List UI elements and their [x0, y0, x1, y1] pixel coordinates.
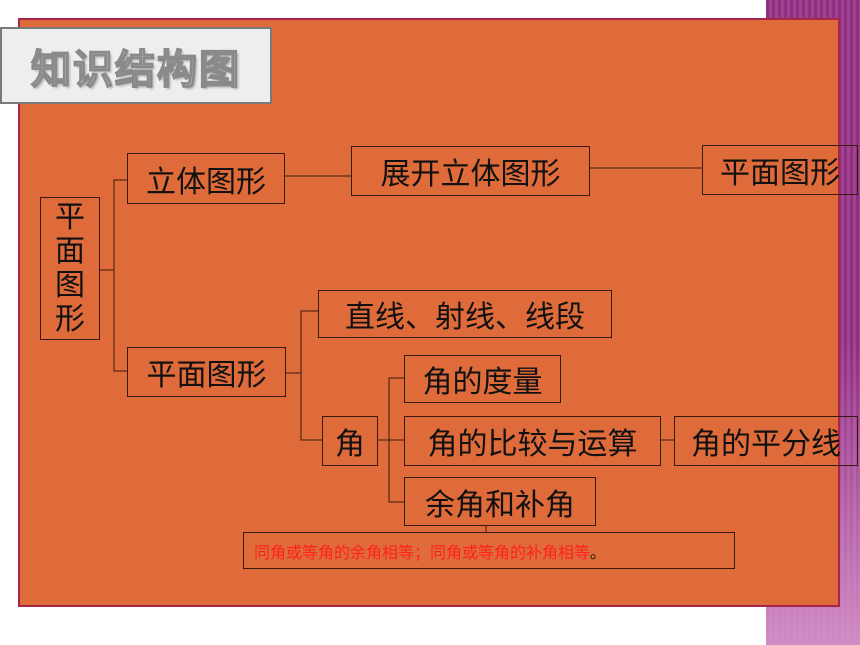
node-angle-measure: 角的度量 — [404, 355, 561, 403]
note-period: 。 — [590, 542, 607, 562]
bracket-plane — [300, 310, 322, 441]
node-solid-figure: 立体图形 — [127, 153, 285, 204]
root-char: 平 — [55, 199, 85, 235]
node-complement: 余角和补角 — [404, 477, 596, 526]
root-node: 平 面 图 形 — [40, 197, 100, 340]
node-lines: 直线、射线、线段 — [318, 290, 612, 338]
note-box: 同角或等角的余角相等；同角或等角的补角相等。 — [243, 532, 735, 569]
node-angle-compare: 角的比较与运算 — [404, 416, 661, 466]
root-char: 形 — [55, 301, 85, 337]
page-title: 知识结构图 — [30, 46, 241, 94]
root-char: 图 — [55, 267, 85, 303]
node-angle: 角 — [322, 416, 378, 466]
note-text: 同角或等角的余角相等；同角或等角的补角相等 — [254, 542, 591, 562]
node-angle-bisector: 角的平分线 — [674, 416, 858, 466]
title-box: 知识结构图 — [0, 27, 272, 104]
root-char: 面 — [55, 233, 85, 269]
node-plane-figure: 平面图形 — [127, 347, 286, 397]
diagram-panel — [18, 18, 840, 607]
bracket-root — [113, 179, 127, 372]
node-unfold-solid: 展开立体图形 — [351, 146, 590, 196]
node-plane-result: 平面图形 — [702, 145, 858, 195]
